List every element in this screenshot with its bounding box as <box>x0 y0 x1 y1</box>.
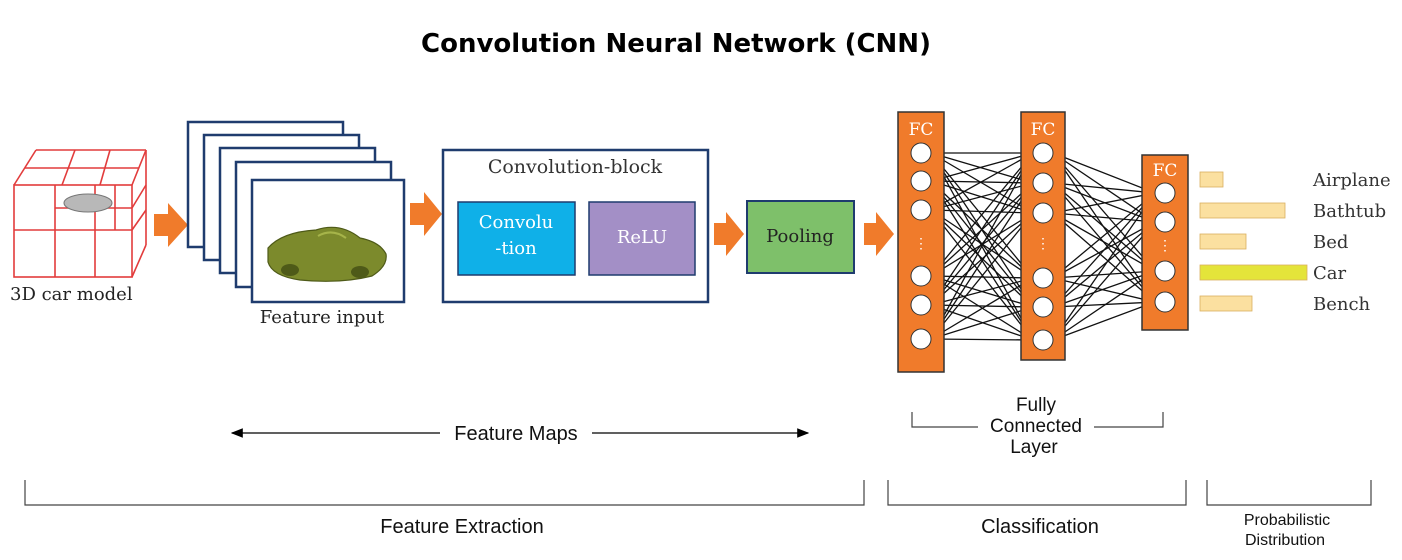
car-silhouette-icon <box>63 193 113 213</box>
fc-connection-line <box>1052 212 1156 223</box>
probabilistic-label-line1: Probabilistic <box>1244 512 1330 529</box>
input-label: 3D car model <box>10 284 133 305</box>
fc-connection-line <box>1052 221 1156 308</box>
fc-connection-line <box>1052 212 1156 272</box>
output-label-airplane: Airplane <box>1312 170 1391 191</box>
fc-layer-3-label: FC <box>1153 161 1178 181</box>
classification-label: Classification <box>981 516 1099 538</box>
fc-connection-line <box>1052 212 1156 303</box>
fc-label-line2: Connected <box>990 416 1082 437</box>
feature-input-label: Feature input <box>260 307 385 328</box>
feature-extraction-label: Feature Extraction <box>380 516 543 538</box>
svg-text:⋮: ⋮ <box>1036 235 1050 251</box>
svg-text:⋮: ⋮ <box>1158 237 1172 253</box>
fc-connection-line <box>930 182 1034 340</box>
flow-arrow <box>714 212 744 256</box>
output-bar-car <box>1199 264 1308 281</box>
probabilistic-bracket <box>1206 480 1372 506</box>
convolution-box <box>457 201 576 276</box>
output-label-bench: Bench <box>1313 294 1371 315</box>
convolution-block-title: Convolution-block <box>488 156 663 178</box>
fc-connection-line <box>930 277 1034 306</box>
fc-layer-2-label: FC <box>1031 120 1056 140</box>
feature-input-stack <box>186 120 406 304</box>
fc-layer-1: FC ⋮ <box>897 111 945 373</box>
fc-connection-line <box>1052 152 1156 194</box>
fc-connection-line <box>930 209 1034 214</box>
fc-connection-line <box>1052 221 1156 341</box>
fc-connection-line <box>1052 152 1156 272</box>
fc-layer-2: FC ⋮ <box>1020 111 1066 361</box>
fc-connection-line <box>930 152 1034 182</box>
feature-maps-label: Feature Maps <box>454 423 577 445</box>
diagram-title: Convolution Neural Network (CNN) <box>421 29 931 59</box>
fc-connection-line <box>930 212 1034 306</box>
fc-bracket <box>911 412 1164 428</box>
convolution-label-line1: Convolu <box>479 212 554 233</box>
fc-layer-3: FC ⋮ <box>1141 154 1189 331</box>
cube-3d-model <box>13 149 147 278</box>
classification-bracket <box>887 480 1187 506</box>
fc-connection-line <box>930 182 1034 211</box>
fc-connection-line <box>1052 192 1156 214</box>
fc-connection-line <box>1052 301 1156 341</box>
fc-connection-line <box>1052 277 1156 303</box>
fc-connection-line <box>930 338 1034 341</box>
output-bar-airplane <box>1199 171 1224 188</box>
fc-connection-line <box>930 277 1034 340</box>
fc-layer-1-label: FC <box>909 120 934 140</box>
output-bar-bench <box>1199 295 1253 312</box>
probabilistic-label-line2: Distribution <box>1245 532 1325 549</box>
fc-connection-line <box>1052 182 1156 272</box>
fc-connection-line <box>930 152 1034 211</box>
flow-arrow <box>864 212 894 256</box>
fc-connection-line <box>930 152 1034 306</box>
fc-connection-line <box>930 212 1034 340</box>
fc-connection-line <box>1052 192 1156 279</box>
fc-connection-line <box>1052 270 1156 308</box>
fc-connection-line <box>930 152 1034 340</box>
fc-connections <box>930 152 1156 341</box>
svg-text:⋮: ⋮ <box>914 235 928 251</box>
flow-arrow <box>410 192 442 236</box>
output-label-bed: Bed <box>1313 232 1348 253</box>
fc-connection-line <box>930 152 1034 277</box>
convolution-label-line2: -tion <box>495 238 537 259</box>
output-label-bathtub: Bathtub <box>1313 201 1386 222</box>
flow-arrow <box>154 203 188 247</box>
fc-connection-line <box>930 304 1034 308</box>
output-bar-bed <box>1199 233 1247 250</box>
output-label-car: Car <box>1313 263 1347 284</box>
fc-connection-line <box>1052 301 1156 308</box>
fc-connection-line <box>1052 270 1156 341</box>
feature-extraction-bracket <box>24 480 865 506</box>
output-bar-bathtub <box>1199 202 1286 219</box>
fc-connection-line <box>1052 270 1156 279</box>
fc-connection-line <box>1052 192 1156 341</box>
fc-connection-line <box>930 182 1034 306</box>
fc-label-line1: Fully <box>1016 395 1057 416</box>
fc-connection-line <box>1052 192 1156 308</box>
fc-label-line3: Layer <box>1010 437 1058 458</box>
relu-label: ReLU <box>617 227 667 248</box>
fc-connection-line <box>930 306 1034 340</box>
car-model-icon <box>267 226 387 282</box>
pooling-label: Pooling <box>766 226 834 247</box>
pooling-box <box>746 200 855 274</box>
fc-connection-line <box>1052 182 1156 194</box>
relu-box <box>588 201 696 276</box>
